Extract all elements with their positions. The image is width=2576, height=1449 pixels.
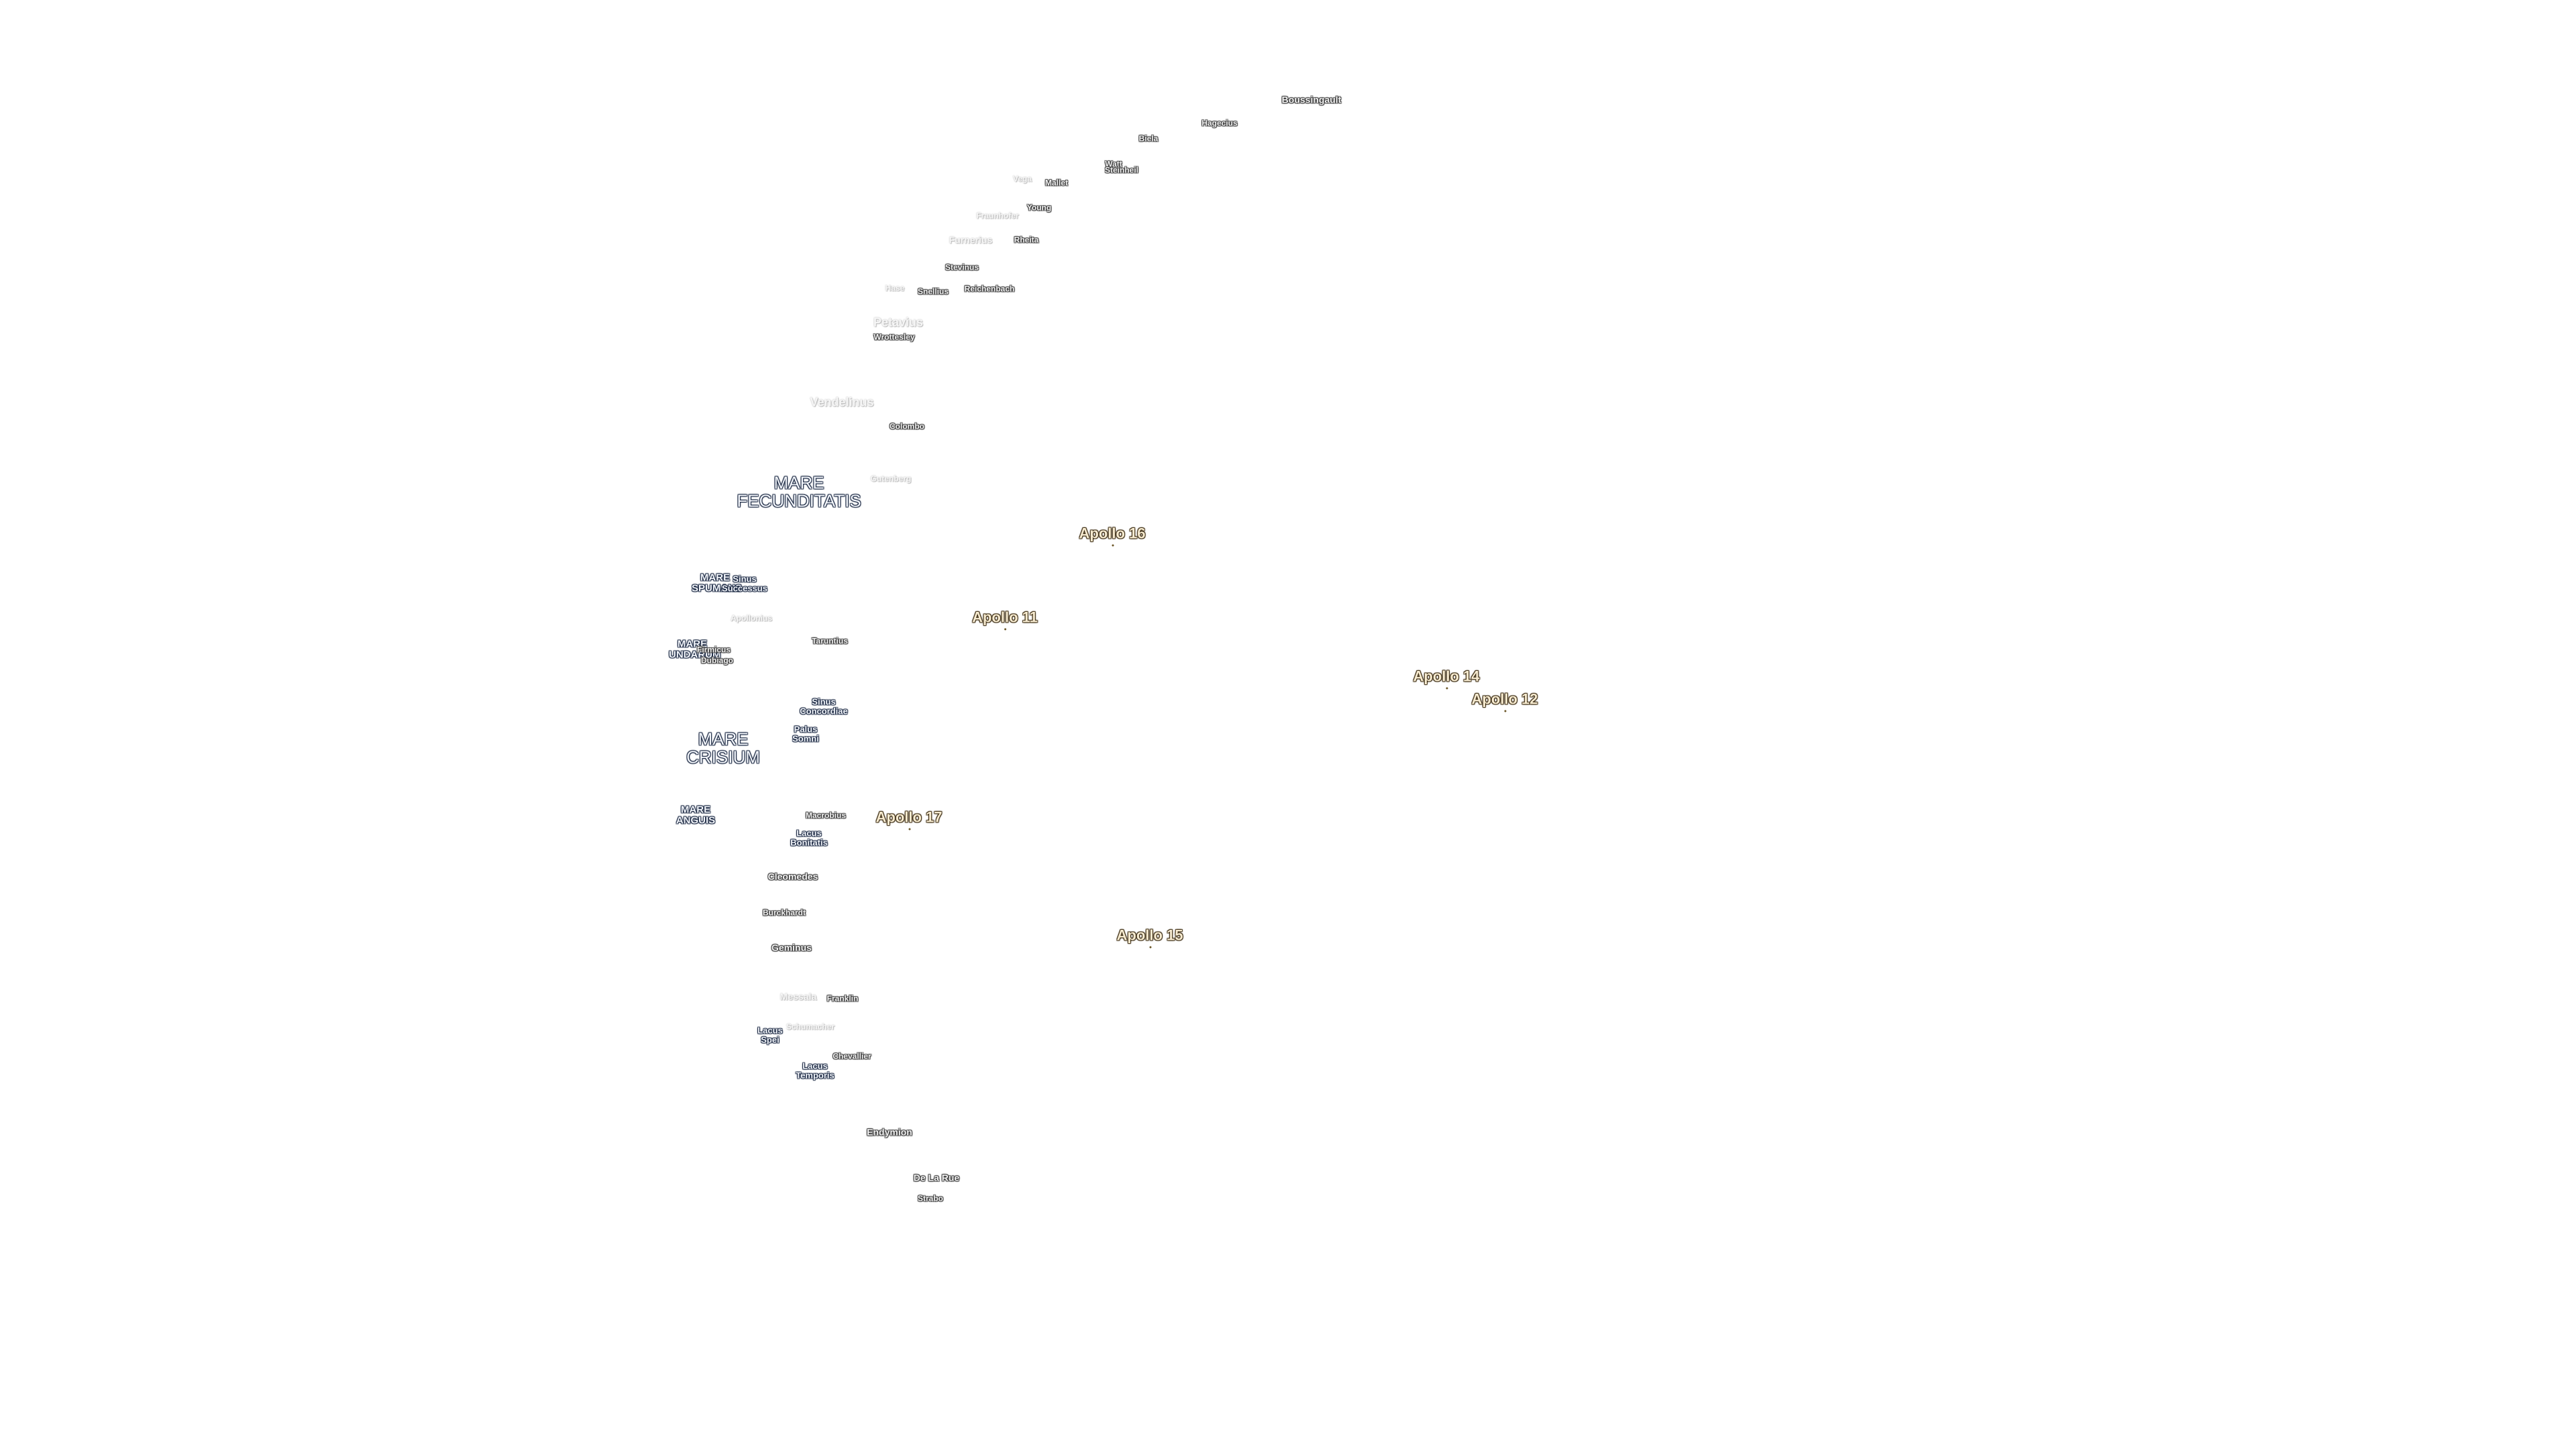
crater-label: Endymion [867, 1126, 912, 1138]
lacus-label: Lacus Temporis [796, 1061, 835, 1080]
crater-label: Schumacher [786, 1022, 835, 1032]
crater-label: Hase [885, 283, 905, 293]
crater-label: Steinheil [1104, 165, 1139, 175]
crater-label: Hagecius [1201, 118, 1238, 128]
lacus-label: Lacus Spei [757, 1025, 783, 1044]
mare-label: MARE FECUNDITATIS [737, 472, 861, 511]
crater-label: Rheita [1014, 235, 1039, 245]
crater-label: Watt [1105, 159, 1122, 169]
crater-label: Furnerius [949, 234, 993, 246]
mare-label: MARE ANGUIS [676, 804, 716, 826]
apollo-landing-site[interactable]: Apollo 14 [1413, 667, 1480, 690]
crater-label: Strabo [917, 1193, 944, 1203]
crater-label: Firmicus [696, 645, 731, 655]
crater-label: Snellius [917, 286, 949, 297]
mare-label: MARE UNDARUM [669, 638, 721, 660]
crater-label: Vendelinus [810, 395, 874, 409]
crater-label: Cleomedes [767, 871, 818, 882]
apollo-landing-site[interactable]: Apollo 15 [1116, 926, 1183, 949]
crater-label: Fraunhofer [976, 211, 1019, 221]
crater-label: Vega [1012, 174, 1032, 184]
apollo-landing-site[interactable]: Apollo 11 [972, 608, 1038, 631]
crater-label: Geminus [771, 942, 812, 953]
crater-label: Burckhardt [762, 908, 806, 918]
crater-label: Gutenberg [870, 474, 912, 484]
sinus-label: Sinus Concordiae [800, 696, 848, 716]
crater-label: Franklin [826, 994, 859, 1004]
crater-label: Dubiago [701, 655, 733, 665]
crater-label: Biela [1138, 133, 1159, 144]
crater-label: Colombo [890, 421, 924, 431]
lacus-label: Lacus Bonitatis [790, 828, 828, 847]
crater-label: Young [1026, 203, 1052, 213]
crater-label: Apollonius [731, 613, 772, 623]
crater-label: Macrobius [805, 810, 847, 820]
apollo-landing-site[interactable]: Apollo 17 [875, 808, 943, 830]
crater-label: Wrottesley [873, 332, 915, 342]
mare-label: MARE CRISIUM [686, 729, 760, 767]
crater-label: Stevinus [945, 262, 979, 272]
apollo-landing-site[interactable]: Apollo 16 [1079, 525, 1146, 547]
palus-label: Palus Somni [792, 724, 819, 743]
crater-label: De La Rue [913, 1172, 960, 1183]
sinus-label: Sinus Successus [722, 574, 767, 593]
mare-label: MARE SPUMANS [692, 572, 743, 594]
apollo-landing-site[interactable]: Apollo 12 [1471, 690, 1538, 712]
crater-label: Messala [780, 991, 817, 1002]
crater-label: Reichenbach [964, 284, 1015, 294]
crater-label: Chevallier [833, 1051, 871, 1061]
crater-label: Mallet [1044, 178, 1069, 188]
crater-label: Boussingault [1281, 94, 1342, 105]
crater-label: Petavius [873, 315, 924, 329]
crater-label: Taruntius [812, 636, 848, 646]
